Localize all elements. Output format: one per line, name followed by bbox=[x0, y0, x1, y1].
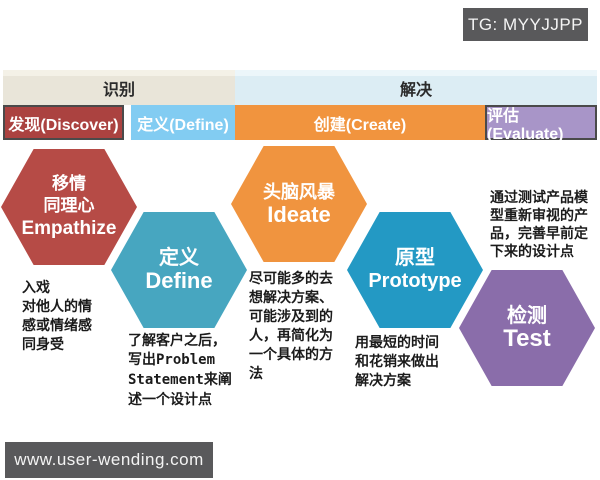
prototype-description: 用最短的时间 和花销来做出 解决方案 bbox=[355, 334, 439, 388]
hexagon-prototype-cn-label: 原型 bbox=[395, 247, 435, 269]
ideate-description: 尽可能多的去 想解决方案、 可能涉及到的 人，再简化为 一个具体的方 法 bbox=[249, 270, 333, 381]
telegram-handle-text: TG: MYYJJPP bbox=[467, 14, 584, 34]
stage-create: 创建(Create) bbox=[235, 105, 485, 140]
hexagon-test-en-label: Test bbox=[503, 325, 551, 352]
hexagon-define-cn-label: 定义 bbox=[159, 247, 199, 269]
stage-band: 发现(Discover) 定义(Define) 创建(Create) 评估(Ev… bbox=[3, 105, 597, 143]
hexagon-empathize-cn-label: 移情 同理心 bbox=[43, 174, 95, 215]
telegram-watermark-badge: TG: MYYJJPP bbox=[463, 8, 588, 41]
phase-identify-label: 识别 bbox=[102, 81, 135, 99]
hexagon-empathize-en-label: Empathize bbox=[21, 218, 117, 239]
hexagon-empathize: 移情 同理心 Empathize bbox=[1, 149, 137, 265]
define-description-code: Problem Statement bbox=[128, 352, 216, 388]
hexagon-define-en-label: Define bbox=[145, 268, 213, 293]
define-description: 了解客户之后， 写出Problem Statement来阐 述一个设计点 bbox=[128, 331, 248, 409]
hexagon-ideate-en-label: Ideate bbox=[267, 202, 331, 227]
hexagon-define: 定义 Define bbox=[111, 212, 247, 328]
phase-solve: 解决 bbox=[235, 70, 597, 105]
stage-discover-label: 发现(Discover) bbox=[8, 116, 119, 134]
hexagon-prototype: 原型 Prototype bbox=[347, 212, 483, 328]
stage-define: 定义(Define) bbox=[131, 105, 235, 140]
hexagon-test: 检测 Test bbox=[459, 270, 595, 386]
stage-create-label: 创建(Create) bbox=[313, 116, 407, 134]
hexagon-test-cn-label: 检测 bbox=[507, 305, 547, 327]
hexagon-ideate-cn-label: 头脑风暴 bbox=[263, 182, 335, 202]
stage-discover: 发现(Discover) bbox=[3, 105, 124, 140]
hexagon-ideate: 头脑风暴 Ideate bbox=[231, 146, 367, 262]
phase-identify: 识别 bbox=[3, 70, 235, 105]
empathize-description: 入戏 对他人的情 感或情绪感 同身受 bbox=[22, 279, 92, 352]
hexagon-prototype-en-label: Prototype bbox=[368, 270, 462, 292]
phase-band: 识别 解决 bbox=[3, 70, 597, 105]
phase-solve-label: 解决 bbox=[399, 81, 432, 99]
stage-evaluate: 评估(Evaluate) bbox=[485, 105, 597, 143]
website-url-text: www.user-wending.com bbox=[14, 450, 204, 469]
website-watermark-badge: www.user-wending.com bbox=[5, 442, 213, 478]
stage-evaluate-label: 评估(Evaluate) bbox=[487, 107, 564, 143]
define-description-post: 来阐 述一个设计点 bbox=[128, 371, 232, 407]
stage-define-label: 定义(Define) bbox=[137, 116, 229, 134]
define-description-pre: 了解客户之后， 写出 bbox=[128, 332, 226, 367]
test-description: 通过测试产品模 型重新审视的产 品，完善早前定 下来的设计点 bbox=[490, 189, 588, 259]
